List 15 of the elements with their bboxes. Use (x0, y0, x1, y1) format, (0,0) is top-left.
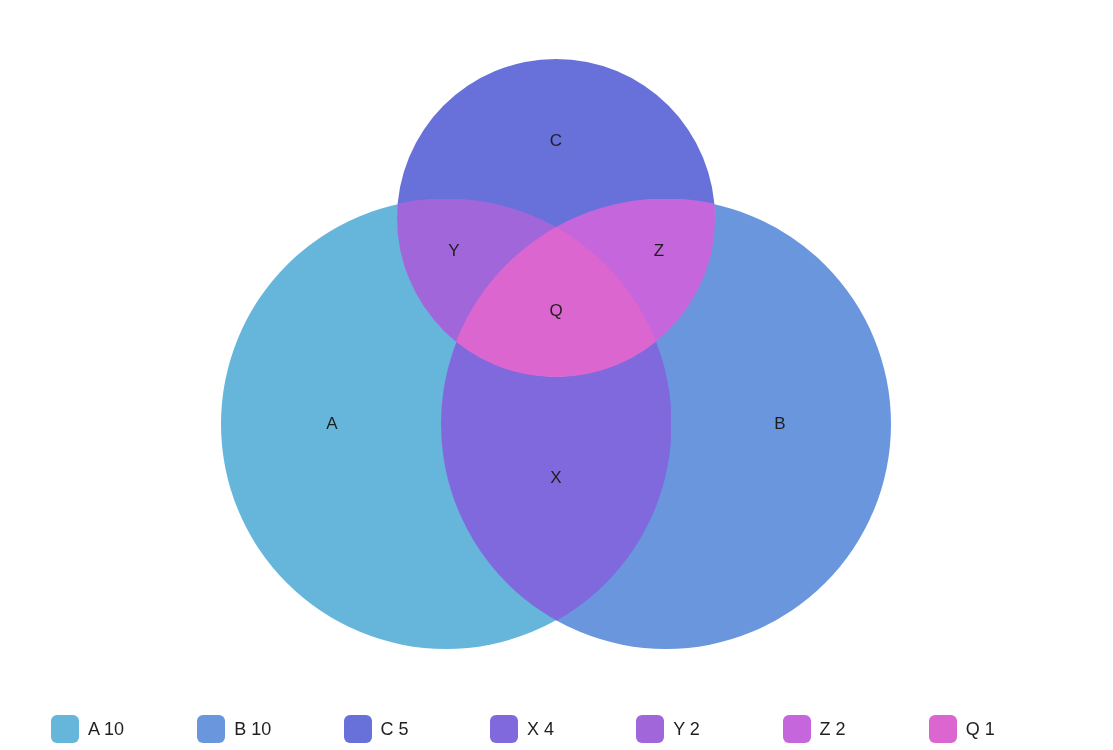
overlap-label: X (550, 468, 562, 488)
set-label: B (774, 414, 786, 434)
set-label: C (549, 131, 563, 151)
overlap-label: Y (448, 241, 460, 261)
overlap-label: Q (549, 301, 563, 321)
overlap-label: Z (653, 241, 665, 261)
legend-label: Y 2 (673, 718, 700, 740)
legend-label: Z 2 (819, 718, 846, 740)
legend-label: A 10 (88, 718, 125, 740)
legend-label: Q 1 (965, 718, 995, 740)
overlap-region (441, 342, 671, 621)
legend-label: C 5 (380, 718, 409, 740)
legend-label: B 10 (234, 718, 272, 740)
legend-label: X 4 (526, 718, 554, 740)
set-label: A (326, 414, 338, 434)
